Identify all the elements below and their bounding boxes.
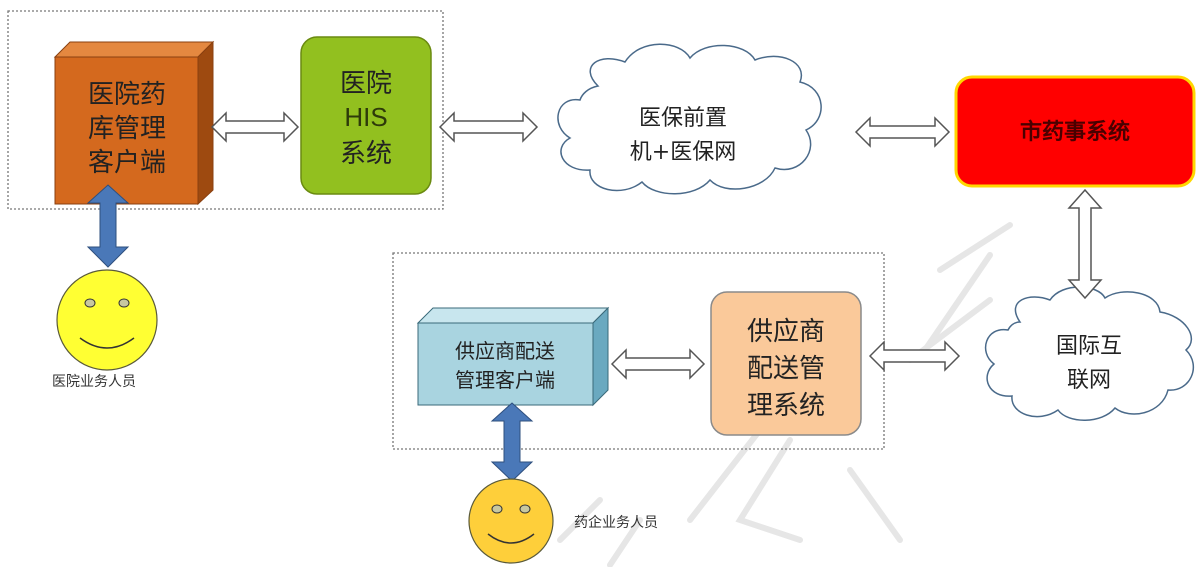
arrow-supplierclient-suppliersystem <box>610 348 706 380</box>
hospital-staff-actor: 医院业务人员 <box>52 269 158 390</box>
node-label-line: 客户端 <box>88 148 166 178</box>
node-label-line: 医院药 <box>88 80 166 110</box>
hospital-group-frame <box>7 10 444 210</box>
node-label-line: 系统 <box>340 139 392 169</box>
arrow-suppliersystem-internet <box>868 340 961 372</box>
internet-cloud: 国际互 联网 <box>984 286 1195 421</box>
pharma-staff-actor: 药企业务人员 <box>468 478 658 564</box>
node-label-line: HIS <box>344 102 387 132</box>
node-label-line: 库管理 <box>88 114 166 144</box>
supplier-client-box: 供应商配送 管理客户端 <box>416 306 610 407</box>
node-label-line: 管理客户端 <box>455 368 555 392</box>
city-pharma-system-box: 市药事系统 <box>954 75 1196 188</box>
node-label-line: 医保前置 <box>639 106 727 131</box>
node-label-line: 供应商 <box>747 317 825 347</box>
smiley-face-icon <box>468 478 554 564</box>
node-label-line: 市药事系统 <box>1020 119 1130 145</box>
node-label-line: 机+医保网 <box>630 140 736 165</box>
arrow-hospital-staff <box>86 184 130 268</box>
supplier-system-box: 供应商 配送管 理系统 <box>710 291 862 436</box>
arrow-insurance-city <box>854 116 951 148</box>
actor-label: 医院业务人员 <box>52 374 136 390</box>
insurance-network-cloud: 医保前置 机+医保网 <box>557 43 822 195</box>
node-label-line: 理系统 <box>747 391 825 421</box>
node-label-line: 联网 <box>1067 368 1111 393</box>
hospital-pharmacy-client-box: 医院药 库管理 客户端 <box>53 40 215 206</box>
arrow-his-insurance <box>438 111 539 143</box>
node-label-line: 医院 <box>340 69 392 99</box>
arrow-pharma-staff <box>490 402 534 482</box>
hospital-his-box: 医院 HIS 系统 <box>300 36 432 195</box>
node-label-line: 配送管 <box>747 354 825 384</box>
node-label-line: 供应商配送 <box>455 339 555 363</box>
smiley-face-icon <box>56 269 158 371</box>
arrow-city-internet <box>1067 188 1103 300</box>
node-label-line: 国际互 <box>1056 334 1122 359</box>
actor-label: 药企业务人员 <box>574 514 658 531</box>
arrow-client-his <box>210 111 300 143</box>
